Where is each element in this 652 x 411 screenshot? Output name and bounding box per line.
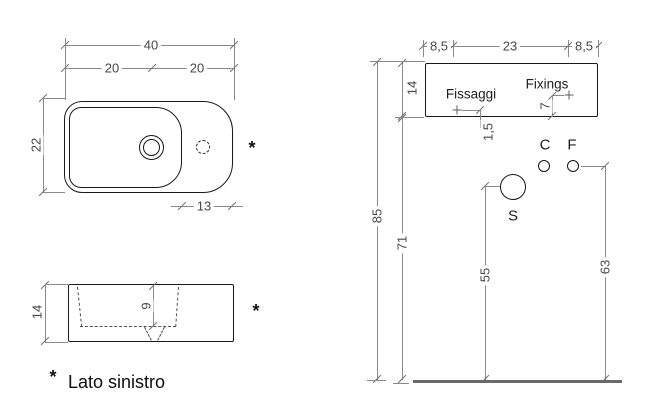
leader-line — [552, 95, 564, 96]
footnote-marker: * — [49, 367, 57, 387]
leader-line — [581, 166, 605, 167]
extension-line — [43, 192, 65, 193]
extension-line — [45, 284, 68, 285]
extension-line — [65, 38, 66, 100]
extension-line — [453, 40, 454, 57]
dimension-line-left-offset — [480, 110, 481, 128]
drain-siphon-circle — [500, 174, 526, 200]
dimension-line-halves — [65, 68, 234, 69]
footnote-text: Lato sinistro — [68, 372, 166, 392]
dim-fixings-span: 23 — [499, 38, 521, 54]
drain-hole-inner — [142, 138, 160, 156]
label-fissaggi: Fissaggi — [443, 86, 499, 102]
label-cold-valve: C — [537, 136, 553, 154]
dim-floor-to-underside: 71 — [394, 232, 410, 254]
dim-half-left: 20 — [101, 60, 123, 76]
leader-line — [484, 186, 500, 187]
dim-right-margin: 8,5 — [571, 38, 597, 54]
extension-line — [234, 38, 235, 100]
dim-half-right: 20 — [186, 60, 208, 76]
dim-total-width: 40 — [140, 37, 162, 53]
extension-line — [43, 98, 65, 99]
extension-line-underside — [395, 117, 424, 118]
dim-left-margin: 8,5 — [426, 38, 452, 54]
hot-valve-circle — [567, 160, 579, 172]
dimension-line-right-offset — [552, 95, 553, 117]
dim-floor-to-top: 85 — [369, 205, 385, 227]
label-drain: S — [505, 207, 521, 225]
extension-line — [568, 40, 569, 57]
extension-line — [423, 40, 424, 57]
dim-depth: 22 — [28, 134, 44, 156]
left-side-marker: * — [248, 138, 256, 158]
dimension-line-body-height — [402, 61, 403, 117]
hidden-bowl-bottom — [80, 326, 176, 327]
side-profile-outline — [68, 284, 234, 342]
label-fixings: Fixings — [523, 76, 571, 92]
tap-hole-dashed — [196, 140, 210, 154]
fixing-point-left-cross — [452, 105, 462, 115]
dim-floor-to-valves: 63 — [597, 256, 613, 278]
extension-line-top — [370, 61, 425, 62]
basin-inner-bowl-outline — [69, 107, 182, 188]
dim-bowl-depth: 9 — [138, 299, 154, 313]
dimension-line-body-height — [45, 284, 46, 342]
fixing-point-right-cross — [564, 90, 574, 100]
dim-floor-to-drain: 55 — [477, 264, 493, 286]
leader-line — [462, 110, 479, 111]
cold-valve-circle — [538, 160, 550, 172]
floor-line — [413, 380, 622, 383]
dim-tap-offset: 13 — [193, 198, 215, 214]
dim-front-body-height: 14 — [404, 77, 420, 99]
dim-side-height: 14 — [29, 301, 45, 323]
floor-reference-tick — [367, 380, 386, 381]
extension-line — [45, 342, 68, 343]
dim-left-fixing-offset: 1,5 — [480, 119, 496, 145]
dimension-line-depth — [43, 98, 44, 192]
extension-line — [598, 40, 599, 57]
label-hot-valve: F — [565, 136, 579, 154]
left-side-marker: * — [252, 301, 260, 321]
dimension-line-bowl-depth — [153, 285, 154, 326]
dim-right-fixing-offset: 7 — [537, 99, 553, 113]
floor-reference-tick — [393, 383, 409, 384]
